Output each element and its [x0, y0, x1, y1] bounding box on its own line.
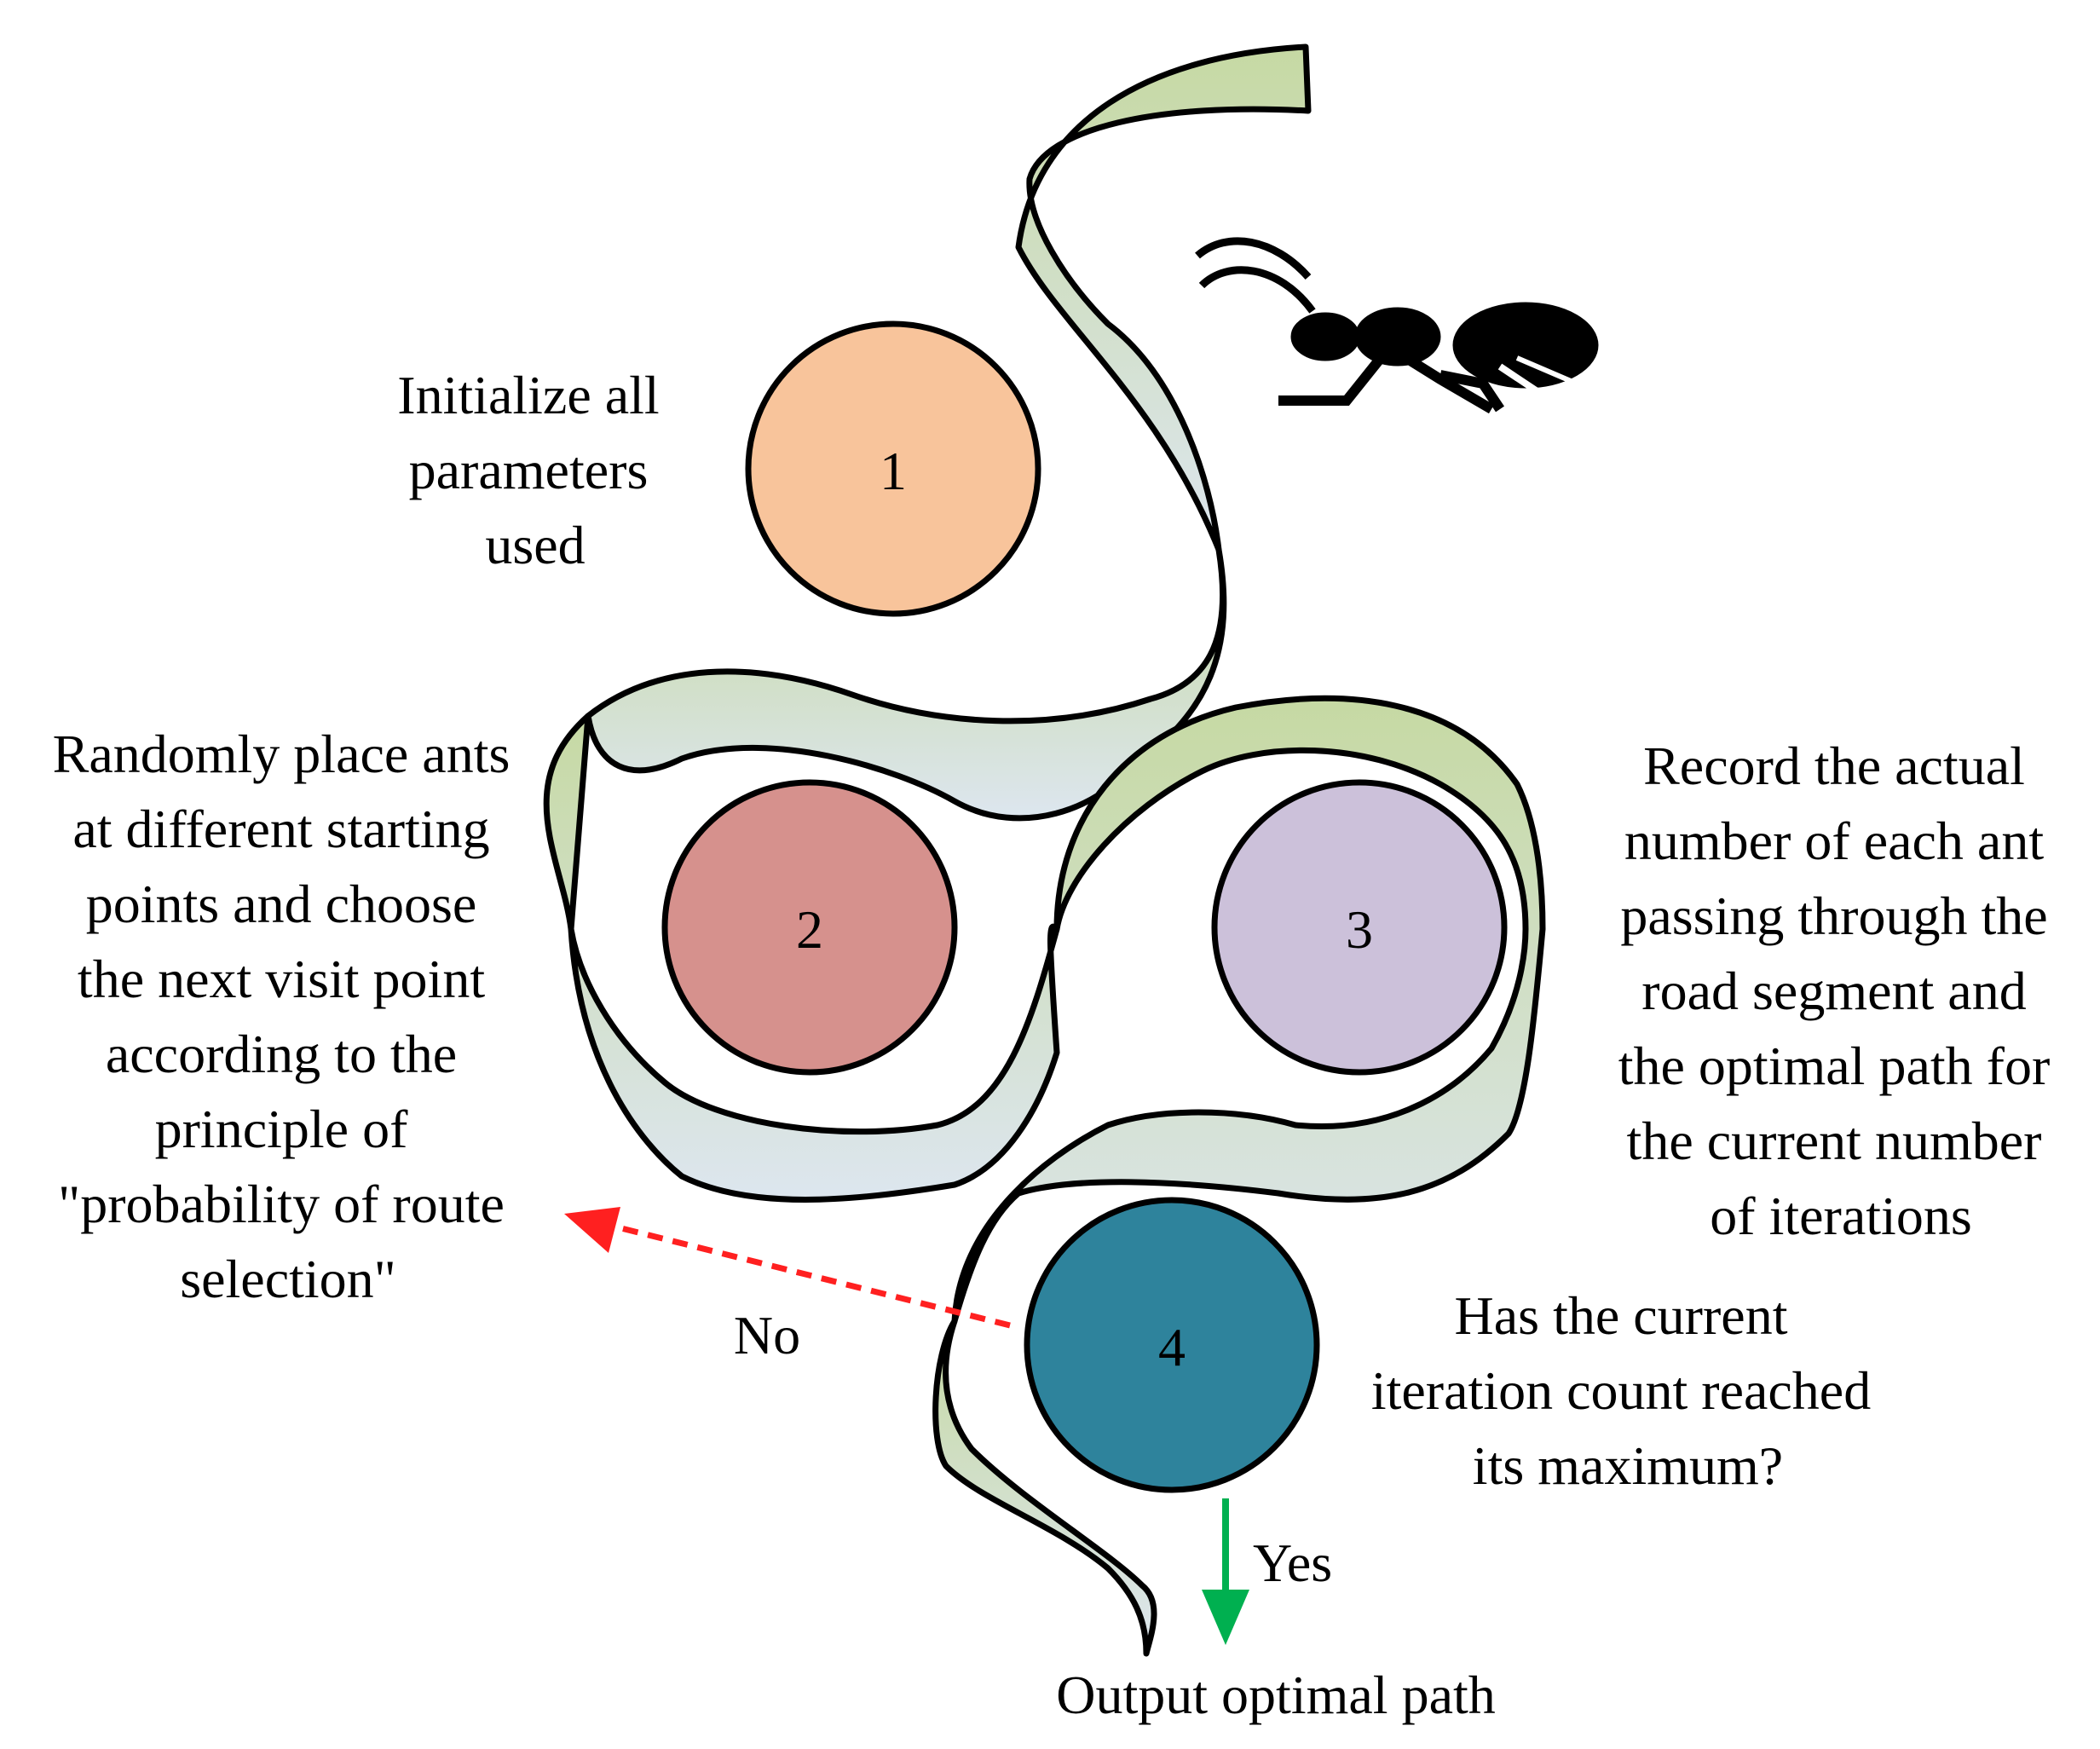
- yes-arrowhead: [1202, 1590, 1249, 1645]
- ribbon-path: [543, 43, 1546, 1657]
- no-arrowhead: [564, 1207, 620, 1253]
- step-circle-2: [661, 779, 958, 1076]
- ribbon-left-lobe: [543, 713, 1060, 1203]
- step-2: 2: [661, 779, 958, 1076]
- no-arrow: [617, 1224, 1011, 1329]
- no-branch: No: [564, 1207, 1011, 1365]
- step-3: 3: [1211, 779, 1508, 1076]
- step-circle-3: [1211, 779, 1508, 1076]
- step-number-3: 3: [1346, 899, 1373, 960]
- step-circle-4: [1024, 1197, 1320, 1493]
- step-number-4: 4: [1158, 1317, 1186, 1377]
- output-label: Output optimal path: [1056, 1665, 1496, 1725]
- ribbon-tail: [932, 1318, 1157, 1657]
- step-2-label: Randomly place ants at different startin…: [53, 724, 524, 1309]
- step-4: 4: [1024, 1197, 1320, 1493]
- step-number-2: 2: [796, 899, 823, 960]
- no-label: No: [734, 1305, 800, 1365]
- step-3-label: Record the actual number of each ant pas…: [1618, 736, 2064, 1246]
- yes-label: Yes: [1253, 1533, 1332, 1593]
- step-number-1: 1: [880, 441, 907, 501]
- yes-branch: Yes: [1202, 1498, 1332, 1645]
- step-1: 1: [745, 320, 1041, 617]
- ant-icon: [1195, 237, 1599, 414]
- ribbon-right-lobe: [951, 695, 1546, 1325]
- step-4-label: Has the current iteration count reached …: [1371, 1285, 1884, 1496]
- ribbon-top-hook: [1015, 43, 1312, 553]
- step-circle-1: [745, 320, 1041, 617]
- step-1-label: Initialize all parameters used: [397, 365, 672, 575]
